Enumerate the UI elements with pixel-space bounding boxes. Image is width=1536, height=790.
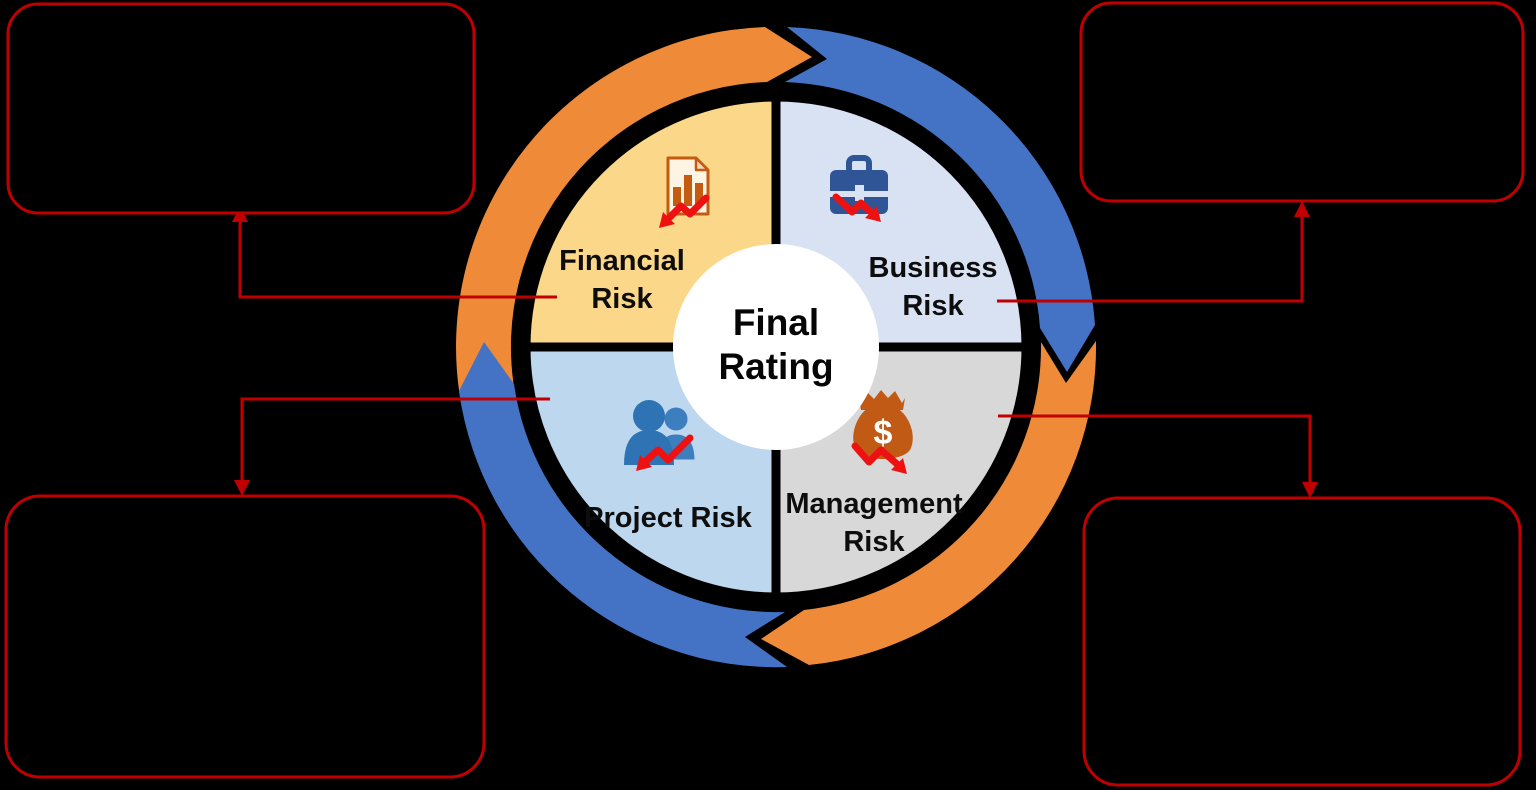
- project-risk-label: Project Risk: [584, 502, 752, 534]
- project-decline-arrowhead: [636, 455, 652, 471]
- callout-box-bottom-left: [4, 494, 486, 779]
- briefcase-clasp: [855, 185, 864, 201]
- business-risk-label-line2: Risk: [902, 290, 964, 322]
- business-decline-zigzag: [832, 193, 875, 216]
- money-bag-knot: [860, 390, 905, 410]
- management-decline-arrowhead: [891, 458, 907, 474]
- callout-box-top-left: [6, 2, 476, 215]
- report-chart-document-icon: [659, 156, 710, 228]
- connector-arrowhead-up-right-icon: [1294, 201, 1310, 217]
- final-rating-label-line2: Rating: [718, 346, 833, 387]
- connector-management-to-bottom-right: [998, 414, 1312, 484]
- team-people-icon: [624, 400, 698, 471]
- flow-arrow-top-right-blue-icon: [785, 27, 1095, 372]
- document-bar-chart: [673, 175, 703, 206]
- business-risk-label-line1: Business: [869, 252, 998, 284]
- callout-connectors: [232, 201, 1318, 498]
- flow-arrow-bottom-left-blue-icon: [459, 342, 787, 668]
- connector-project-to-bottom-left: [240, 397, 550, 482]
- financial-risk-label-line2: Risk: [591, 283, 653, 315]
- financial-decline-zigzag: [665, 194, 710, 222]
- management-risk-label-line1: Management: [785, 488, 963, 520]
- business-decline-arrowhead: [865, 206, 881, 222]
- document-fold-corner: [694, 156, 710, 172]
- financial-risk-label-line1: Financial: [559, 245, 685, 277]
- final-rating-label-line1: Final: [733, 302, 819, 343]
- callout-boxes: [4, 1, 1525, 787]
- management-decline-zigzag: [851, 442, 901, 468]
- final-rating-circle: [673, 244, 879, 450]
- money-bag-icon: $: [851, 390, 913, 474]
- connector-arrowhead-down-right-icon: [1302, 482, 1318, 498]
- connector-financial-to-top-left: [238, 220, 557, 299]
- connector-business-to-top-right: [997, 215, 1304, 303]
- financial-decline-arrowhead: [659, 212, 675, 228]
- flow-arrow-bottom-right-orange-icon: [761, 341, 1097, 665]
- money-bag-body: [853, 408, 913, 459]
- briefcase-icon: [830, 155, 888, 222]
- connector-arrowhead-down-left-icon: [234, 480, 250, 496]
- money-bag-dollar: $: [874, 414, 893, 452]
- quadrant-labels: Financial Risk Business Risk Project Ris…: [559, 245, 997, 558]
- flow-arrow-ring: [456, 27, 1097, 668]
- callout-box-top-right: [1079, 1, 1525, 203]
- callout-box-bottom-right: [1082, 496, 1522, 787]
- management-risk-label-line2: Risk: [843, 526, 905, 558]
- project-decline-zigzag: [642, 434, 694, 465]
